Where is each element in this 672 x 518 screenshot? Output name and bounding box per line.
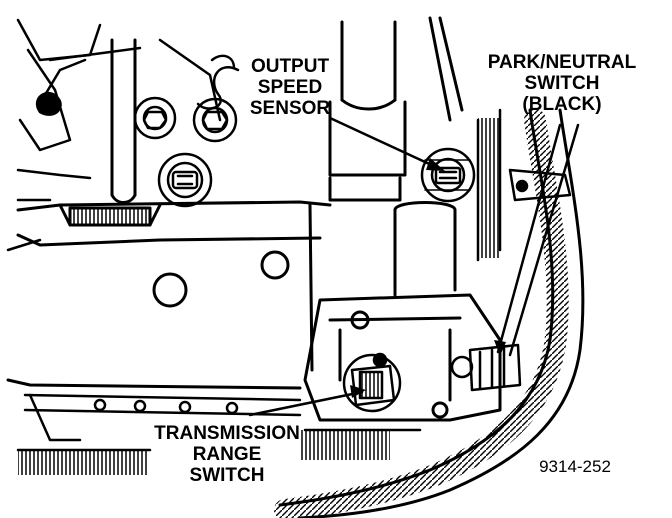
transmission-range-switch-label: TRANSMISSION RANGE SWITCH [142, 423, 312, 486]
label-line: SWITCH [524, 73, 600, 94]
transmission-range-switch-part [342, 352, 402, 413]
leader-lines [248, 116, 580, 417]
engine-background [6, 18, 236, 252]
label-line: OUTPUT [250, 56, 330, 77]
label-line: SENSOR [249, 98, 331, 119]
extension-housing [303, 176, 502, 422]
label-line: (BLACK) [522, 94, 602, 115]
label-line: SPEED [257, 77, 323, 98]
output-speed-sensor-part [420, 147, 476, 203]
leader-range-switch [248, 390, 364, 417]
label-line: RANGE [192, 444, 262, 465]
label-line: SWITCH [189, 465, 265, 486]
left-tube [110, 38, 137, 204]
center-tube [328, 16, 464, 177]
bolt-cluster [133, 66, 240, 208]
oil-pan [16, 393, 422, 475]
label-line: TRANSMISSION [154, 423, 300, 444]
arrow-heads [350, 158, 506, 398]
leader-park-neutral-1 [496, 123, 562, 354]
leader-park-neutral-2 [508, 123, 580, 357]
label-line: PARK/NEUTRAL [487, 52, 637, 73]
leader-output-sensor [328, 116, 440, 170]
output-speed-sensor-label: OUTPUT SPEED SENSOR [238, 56, 342, 119]
figure-number: 9314-252 [539, 457, 611, 476]
park-neutral-switch-label: PARK/NEUTRAL SWITCH (BLACK) [482, 52, 642, 115]
transmission-case [6, 200, 332, 390]
